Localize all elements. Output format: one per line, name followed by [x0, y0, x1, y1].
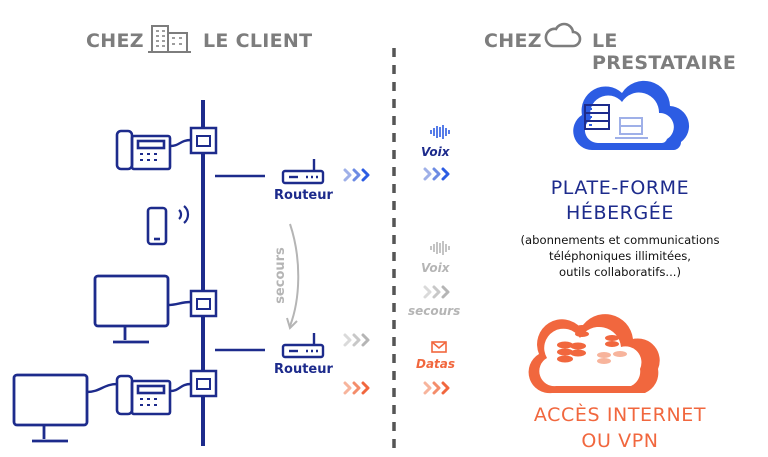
desk-phone-icon: [115, 374, 192, 416]
platform-title-line1: PLATE-FORME: [550, 177, 690, 199]
platform-desc-line3: outils collaboratifs...): [559, 265, 681, 279]
mobile-phone-icon: [146, 205, 190, 246]
backup-arrow: [289, 223, 300, 327]
provider-header-suffix: LE PRESTATAIRE: [592, 30, 737, 74]
data-flow-label: Datas: [416, 357, 456, 371]
platform-desc-line2: téléphoniques illimitées,: [549, 249, 691, 263]
envelope-icon: [431, 341, 447, 353]
building-icon: [148, 25, 191, 53]
sound-wave-icon: [430, 125, 450, 139]
internet-cloud-icon: [528, 314, 660, 394]
router-icon: [281, 333, 325, 359]
voice-flow-label: Voix: [421, 145, 450, 159]
router-1-label: Routeur: [274, 188, 333, 203]
sound-wave-icon: [430, 241, 450, 255]
router-icon: [281, 159, 325, 185]
backup-path-label: secours: [272, 247, 288, 304]
internet-title-line2: OU VPN: [581, 430, 659, 452]
desk-phone-icon: [115, 129, 192, 171]
provider-header-prefix: CHEZ: [484, 30, 542, 52]
voice-backup-flow-label: Voix: [421, 261, 450, 275]
computer-icon: [12, 373, 118, 443]
internet-title-line1: ACCÈS INTERNET: [533, 404, 707, 426]
platform-title-line2: HÉBERGÉE: [565, 202, 675, 224]
backup-flow-label: secours: [408, 304, 461, 318]
cloud-icon: [544, 22, 582, 48]
platform-desc-line1: (abonnements et communications: [520, 233, 720, 247]
data-flow-arrows: [343, 381, 450, 395]
voice-flow-arrows: [343, 167, 450, 182]
client-header-prefix: CHEZ: [86, 30, 144, 52]
platform-cloud-icon: [573, 80, 690, 150]
client-header-suffix: LE CLIENT: [203, 30, 313, 52]
computer-icon: [93, 274, 192, 344]
router-2-label: Routeur: [274, 362, 333, 377]
